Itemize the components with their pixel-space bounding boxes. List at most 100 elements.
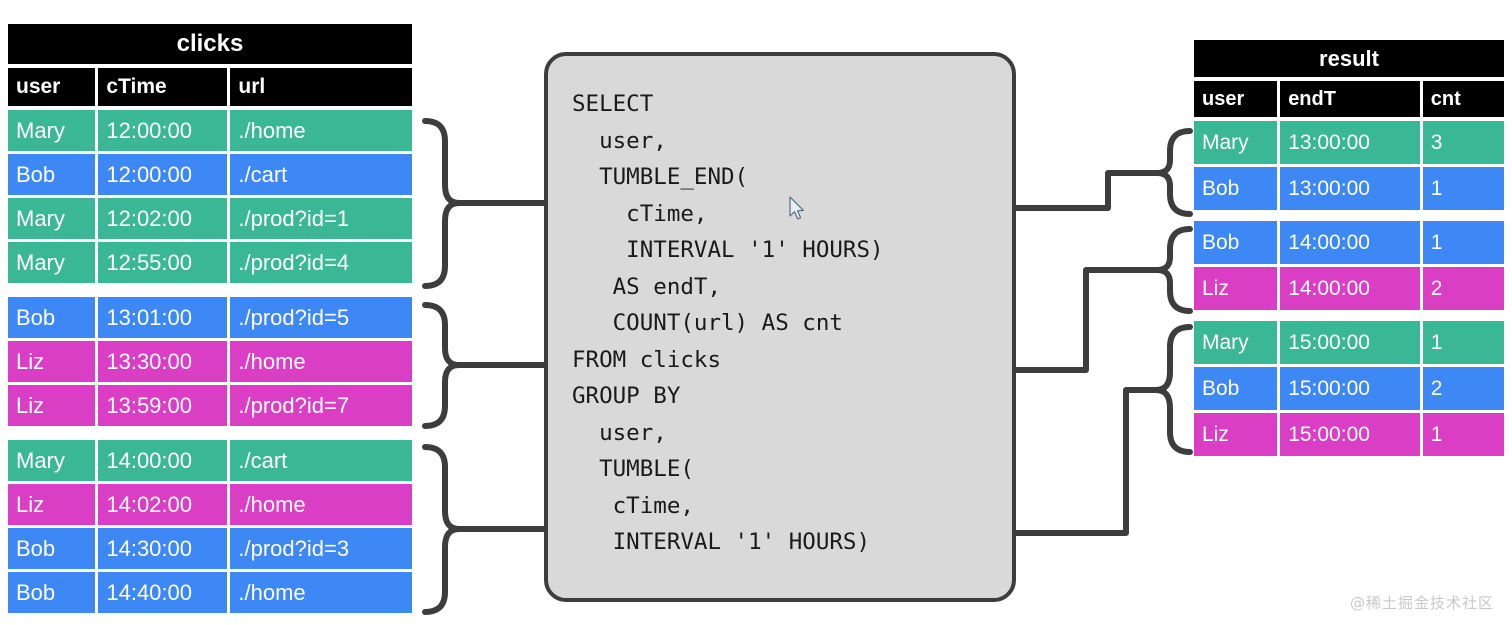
- clicks-cell-url: ./home: [230, 484, 412, 525]
- clicks-cell-url: ./home: [230, 110, 412, 151]
- right-brace-group-2: [1154, 226, 1193, 314]
- result-cell-endT: 15:00:00: [1280, 321, 1420, 364]
- result-cell-cnt: 2: [1422, 267, 1504, 310]
- result-cell-user: Liz: [1194, 267, 1278, 310]
- clicks-cell-cTime: 13:01:00: [98, 297, 228, 338]
- result-cell-endT: 15:00:00: [1280, 367, 1420, 410]
- right-lead-group-2: [1013, 267, 1160, 373]
- clicks-cell-user: Bob: [8, 528, 96, 569]
- result-cell-cnt: 1: [1422, 221, 1504, 264]
- right-brace-group-3: [1153, 324, 1193, 455]
- result-cell-cnt: 2: [1422, 367, 1504, 410]
- clicks-cell-cTime: 12:02:00: [98, 198, 228, 239]
- result-cell-endT: 13:00:00: [1280, 167, 1420, 210]
- clicks-col-header-user: user: [8, 68, 96, 106]
- clicks-cell-cTime: 14:02:00: [98, 484, 228, 525]
- clicks-cell-cTime: 14:00:00: [98, 440, 228, 481]
- result-cell-cnt: 1: [1422, 321, 1504, 364]
- clicks-cell-cTime: 12:00:00: [98, 154, 228, 195]
- sql-query-box[interactable]: SELECT user, TUMBLE_END( cTime, INTERVAL…: [544, 52, 1016, 602]
- clicks-cell-url: ./prod?id=5: [230, 297, 412, 338]
- clicks-cell-url: ./cart: [230, 154, 412, 195]
- clicks-cell-cTime: 13:30:00: [98, 341, 228, 382]
- mouse-pointer-icon: [789, 196, 804, 220]
- result-table-title: result: [1194, 40, 1504, 77]
- result-cell-endT: 13:00:00: [1280, 121, 1420, 164]
- right-brace-group-1: [1154, 128, 1193, 217]
- sql-query-text: SELECT user, TUMBLE_END( cTime, INTERVAL…: [572, 91, 884, 555]
- clicks-col-header-url: url: [230, 68, 412, 106]
- result-col-header-endt: endT: [1280, 81, 1420, 117]
- clicks-cell-url: ./prod?id=3: [230, 528, 412, 569]
- clicks-cell-user: Bob: [8, 572, 96, 613]
- clicks-cell-user: Mary: [8, 198, 96, 239]
- result-cell-user: Mary: [1194, 121, 1278, 164]
- clicks-cell-user: Mary: [8, 242, 96, 283]
- clicks-cell-url: ./prod?id=1: [230, 198, 412, 239]
- result-cell-endT: 15:00:00: [1280, 413, 1420, 456]
- right-lead-group-1: [1013, 170, 1160, 211]
- clicks-cell-user: Bob: [8, 297, 96, 338]
- result-cell-cnt: 1: [1422, 413, 1504, 456]
- clicks-cell-url: ./prod?id=4: [230, 242, 412, 283]
- result-cell-cnt: 3: [1422, 121, 1504, 164]
- clicks-cell-user: Mary: [8, 110, 96, 151]
- clicks-header-row: user cTime url: [8, 68, 412, 106]
- clicks-cell-user: Liz: [8, 341, 96, 382]
- result-col-header-cnt: cnt: [1422, 81, 1504, 117]
- clicks-cell-user: Liz: [8, 385, 96, 426]
- result-cell-user: Bob: [1194, 221, 1278, 264]
- watermark-text: @稀土掘金技术社区: [1349, 594, 1494, 612]
- left-brace-group-2: [422, 302, 462, 429]
- clicks-cell-cTime: 13:59:00: [98, 385, 228, 426]
- result-cell-user: Liz: [1194, 413, 1278, 456]
- result-cell-cnt: 1: [1422, 167, 1504, 210]
- result-cell-endT: 14:00:00: [1280, 267, 1420, 310]
- left-brace-group-1: [422, 118, 462, 289]
- left-brace-group-3: [422, 444, 462, 615]
- result-cell-user: Bob: [1194, 167, 1278, 210]
- clicks-cell-user: Mary: [8, 440, 96, 481]
- result-header-row: user endT cnt: [1194, 81, 1504, 117]
- clicks-cell-url: ./cart: [230, 440, 412, 481]
- clicks-cell-url: ./prod?id=7: [230, 385, 412, 426]
- clicks-cell-cTime: 14:30:00: [98, 528, 228, 569]
- clicks-cell-user: Liz: [8, 484, 96, 525]
- result-cell-endT: 14:00:00: [1280, 221, 1420, 264]
- clicks-cell-cTime: 12:55:00: [98, 242, 228, 283]
- clicks-cell-url: ./home: [230, 572, 412, 613]
- clicks-table-title: clicks: [8, 24, 412, 64]
- clicks-cell-cTime: 12:00:00: [98, 110, 228, 151]
- clicks-col-header-ctime: cTime: [98, 68, 228, 106]
- clicks-cell-user: Bob: [8, 154, 96, 195]
- result-col-header-user: user: [1194, 81, 1278, 117]
- right-lead-group-3: [1013, 387, 1159, 536]
- result-cell-user: Mary: [1194, 321, 1278, 364]
- clicks-cell-url: ./home: [230, 341, 412, 382]
